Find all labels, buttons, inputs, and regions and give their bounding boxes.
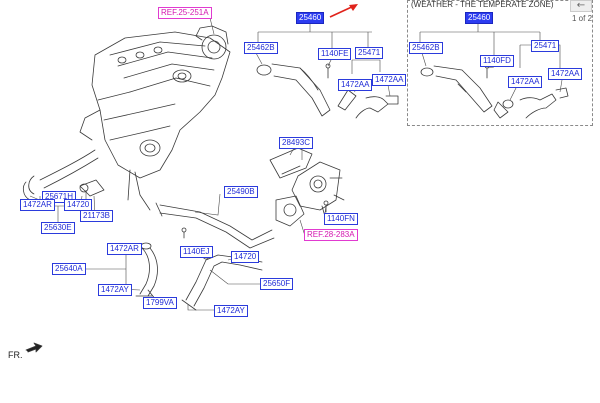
thermostat-housing-drawing xyxy=(269,147,345,227)
page-indicator: 1 of 2 xyxy=(572,14,593,23)
part-25460-label[interactable]: 25460 xyxy=(465,12,494,24)
part-1472aa-label[interactable]: 1472AA xyxy=(508,76,543,88)
part-1472ay-label[interactable]: 1472AY xyxy=(214,305,248,317)
front-arrow-icon xyxy=(25,342,43,353)
part-1472ar-label[interactable]: 1472AR xyxy=(20,199,55,211)
pointer-arrow-icon xyxy=(329,4,358,18)
inset-title: (WEATHER - THE TEMPERATE ZONE) xyxy=(411,0,554,9)
part-25471-label[interactable]: 25471 xyxy=(531,40,560,52)
arrow-left-icon: ← xyxy=(576,0,586,11)
part-1140fd-label[interactable]: 1140FD xyxy=(480,55,514,67)
ref-28-283a-link[interactable]: REF.28-283A xyxy=(304,229,358,241)
part-1799va-label[interactable]: 1799VA xyxy=(143,297,177,309)
part-25640a-label[interactable]: 25640A xyxy=(52,263,86,275)
part-1472aa-label[interactable]: 1472AA xyxy=(372,74,407,86)
part-14720-label[interactable]: 14720 xyxy=(231,251,260,263)
part-1472aa-label[interactable]: 1472AA xyxy=(548,68,583,80)
hose-25490b-drawing xyxy=(155,202,275,249)
inset-pipe-drawing xyxy=(420,65,569,119)
engine-block-drawing xyxy=(79,31,231,211)
part-1472ar-label[interactable]: 1472AR xyxy=(107,243,142,255)
water-pump-drawing xyxy=(195,25,229,60)
front-direction-label: FR. xyxy=(8,350,23,360)
part-25462b-label[interactable]: 25462B xyxy=(409,42,443,54)
upper-pipe-drawing xyxy=(256,63,399,119)
part-25650f-label[interactable]: 25650F xyxy=(260,278,294,290)
part-25460-label[interactable]: 25460 xyxy=(296,12,325,24)
part-1140ej-label[interactable]: 1140EJ xyxy=(180,246,213,258)
part-25462b-label[interactable]: 25462B xyxy=(244,42,278,54)
part-14720-label[interactable]: 14720 xyxy=(64,199,93,211)
part-25490b-label[interactable]: 25490B xyxy=(224,186,258,198)
part-1472ay-label[interactable]: 1472AY xyxy=(98,284,132,296)
part-1140fn-label[interactable]: 1140FN xyxy=(324,213,358,225)
part-1472aa-label[interactable]: 1472AA xyxy=(338,79,373,91)
back-button[interactable]: ← xyxy=(570,0,592,12)
part-25471-label[interactable]: 25471 xyxy=(355,47,384,59)
inset-panel xyxy=(407,0,593,126)
part-1140fe-label[interactable]: 1140FE xyxy=(318,48,352,60)
part-25630e-label[interactable]: 25630E xyxy=(41,222,75,234)
part-21173b-label[interactable]: 21173B xyxy=(80,210,113,222)
part-28493c-label[interactable]: 28493C xyxy=(279,137,314,149)
ref-25-251a-link[interactable]: REF.25-251A xyxy=(158,7,212,19)
